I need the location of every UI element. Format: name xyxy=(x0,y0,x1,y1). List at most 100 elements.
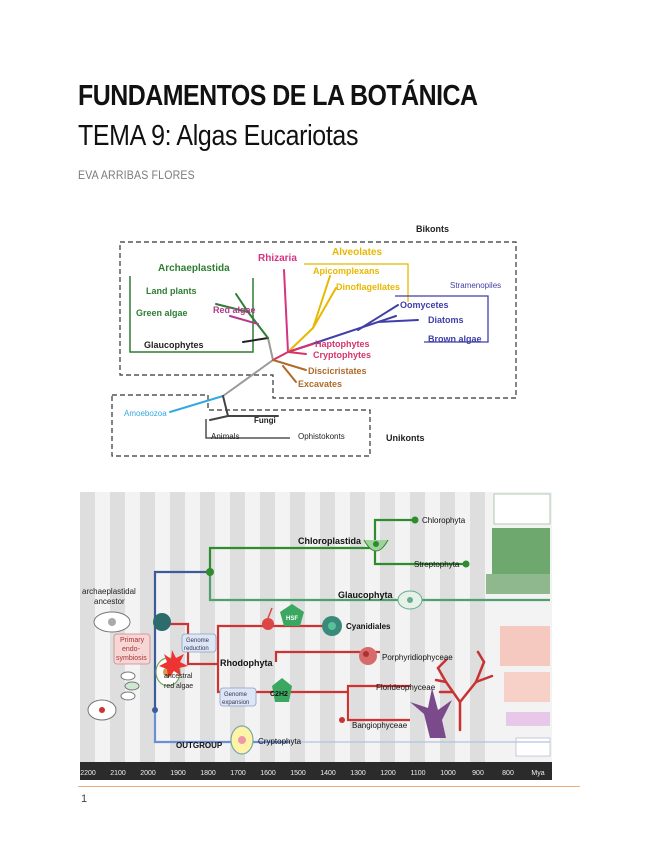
fungi-label: Fungi xyxy=(254,416,276,425)
axis-tick-label: 1400 xyxy=(320,770,336,777)
archaeplastidal-ancestor-label-2: ancestor xyxy=(94,597,125,606)
genome-reduction-label-2: reduction xyxy=(184,646,209,652)
green-algae-label: Green algae xyxy=(136,308,188,318)
land-plants-label: Land plants xyxy=(146,286,197,296)
red-algae-label: Red algae xyxy=(213,305,256,315)
footer-rule xyxy=(78,786,580,787)
streptophyta-label: Streptophyta xyxy=(414,560,460,569)
axis-tick-label: 1700 xyxy=(230,770,246,777)
archaeplastida-box xyxy=(129,276,254,353)
author-name: EVA ARRIBAS FLORES xyxy=(78,168,195,182)
bangiophyceae-seaweed-icon xyxy=(410,688,452,738)
porphyridiophyceae-label: Porphyridiophyceae xyxy=(382,653,453,662)
diatoms-label: Diatoms xyxy=(428,315,464,325)
hsf-label: HSF xyxy=(286,616,298,622)
oomycetes-label: Oomycetes xyxy=(400,300,449,310)
document-subtitle: TEMA 9: Algas Eucariotas xyxy=(78,120,359,152)
time-stripes xyxy=(80,492,485,762)
c2h2-marker xyxy=(272,678,292,702)
bikonts-label: Bikonts xyxy=(416,224,449,234)
bangiophyceae-node xyxy=(339,717,345,723)
glaucophyta-label: Glaucophyta xyxy=(338,590,394,600)
tree-branches xyxy=(169,269,419,421)
axis-tick-label: 1800 xyxy=(200,770,216,777)
florideophyceae-seaweed-icon xyxy=(434,650,494,732)
axis-tick-label: 2000 xyxy=(140,770,156,777)
axis-tick-label: 1300 xyxy=(350,770,366,777)
archaeplastida-label: Archaeplastida xyxy=(158,263,230,274)
axis-tick-label: 1600 xyxy=(260,770,276,777)
gene-cell-icons xyxy=(87,671,140,721)
chloroplastida-label: Chloroplastida xyxy=(298,536,362,546)
small-red-cell-icon xyxy=(262,607,274,630)
apicomplexans-label: Apicomplexans xyxy=(313,266,380,276)
genome-expansion-label-2: expansion xyxy=(222,700,249,706)
glaucophytes-label: Glaucophytes xyxy=(144,340,204,350)
axis-tick-label: 1200 xyxy=(380,770,396,777)
cryptophyta-cell-icon xyxy=(230,725,254,755)
florideophyceae-label: Florideophyceae xyxy=(376,683,436,692)
haptophytes-label: Haptophytes xyxy=(315,339,370,349)
c2h2-label: C2H2 xyxy=(270,691,288,698)
chlorophyta-label: Chlorophyta xyxy=(422,516,466,525)
cyanidiales-label: Cyanidiales xyxy=(346,622,391,631)
archaeplastidal-ancestor-label-1: archaeplastidal xyxy=(82,587,136,596)
archaeplastidal-ancestor-icon xyxy=(93,611,131,633)
cyanidiales-cell-icon xyxy=(322,616,342,636)
primary-endosymbiosis-icon xyxy=(113,633,151,665)
primary-endosymbiosis-label-2: endo- xyxy=(122,646,141,653)
streptophyta-node xyxy=(462,560,470,568)
axis-tick-label: 2200 xyxy=(80,770,96,777)
axis-tick-label: 1500 xyxy=(290,770,306,777)
axis-tick-label: 2100 xyxy=(110,770,126,777)
genome-reduction-label-1: Genome xyxy=(186,638,210,644)
document-title: FUNDAMENTOS DE LA BOTÁNICA xyxy=(78,80,478,112)
genome-expansion-box xyxy=(219,687,257,707)
archaeplastida-evolution-figure: Chloroplastida Chlorophyta Streptophyta … xyxy=(80,492,552,780)
ophistokonts-label: Ophistokonts xyxy=(298,432,345,441)
cryptophytes-label: Cryptophytes xyxy=(313,350,371,360)
axis-tick-label: 1900 xyxy=(170,770,186,777)
dinoflagellates-label: Dinoflagellates xyxy=(336,282,400,292)
porphyridiophyceae-cell-icon xyxy=(359,647,377,665)
time-axis-ticks: 2200 2100 2000 1900 1800 1700 1600 1500 1400 1300… xyxy=(80,770,545,777)
primary-endosymbiosis-label-3: symbiosis xyxy=(116,655,147,662)
animals-label: Animals xyxy=(211,432,239,441)
animals-bracket xyxy=(205,419,290,439)
brown-algae-label: Brown algae xyxy=(428,334,482,344)
bangiophyceae-label: Bangiophyceae xyxy=(352,721,408,730)
alveolates-label: Alveolates xyxy=(332,247,382,258)
rhodophyta-label: Rhodophyta xyxy=(220,658,273,668)
glaucophyta-cell-icon xyxy=(397,590,423,610)
genome-reduction-box xyxy=(181,633,217,653)
red-starburst-icon xyxy=(159,650,188,678)
chloroplastida-cell-icon xyxy=(363,539,389,552)
amoebozoa-label: Amoebozoa xyxy=(124,409,167,418)
axis-tick-label: Mya xyxy=(531,770,544,777)
genome-expansion-label-1: Genome xyxy=(224,692,248,698)
page-number: 1 xyxy=(81,793,88,805)
rhizaria-label: Rhizaria xyxy=(258,253,297,264)
discicristates-label: Discicristates xyxy=(308,366,367,376)
cryptophyta-label: Cryptophyta xyxy=(258,737,302,746)
alveolates-bracket xyxy=(304,263,409,302)
axis-tick-label: 1000 xyxy=(440,770,456,777)
chloroplastida-node xyxy=(206,568,214,576)
outgroup-label: OUTGROUP xyxy=(176,741,223,750)
unikonts-label: Unikonts xyxy=(386,433,425,443)
primary-endosymbiosis-label-1: Primary xyxy=(120,637,145,644)
unikonts-dashed-box xyxy=(111,394,371,457)
axis-tick-label: 800 xyxy=(502,770,514,777)
axis-tick-label: 1100 xyxy=(410,770,425,777)
bikonts-dashed-box xyxy=(119,241,517,399)
root-node xyxy=(152,707,158,713)
eukaryote-tree-figure: Bikonts Unikonts Archaeplastida Land pla… xyxy=(108,220,518,464)
excavates-label: Excavates xyxy=(298,379,342,389)
axis-tick-label: 900 xyxy=(472,770,484,777)
chlorophyta-node xyxy=(411,516,419,524)
ancestral-red-algae-label-1: ancestral xyxy=(164,673,193,680)
stramenopiles-label: Stramenopiles xyxy=(450,281,501,290)
ancestral-red-algae-label-2: red algae xyxy=(164,683,193,690)
stramenopiles-bracket xyxy=(395,295,489,343)
hsf-marker xyxy=(280,604,304,626)
